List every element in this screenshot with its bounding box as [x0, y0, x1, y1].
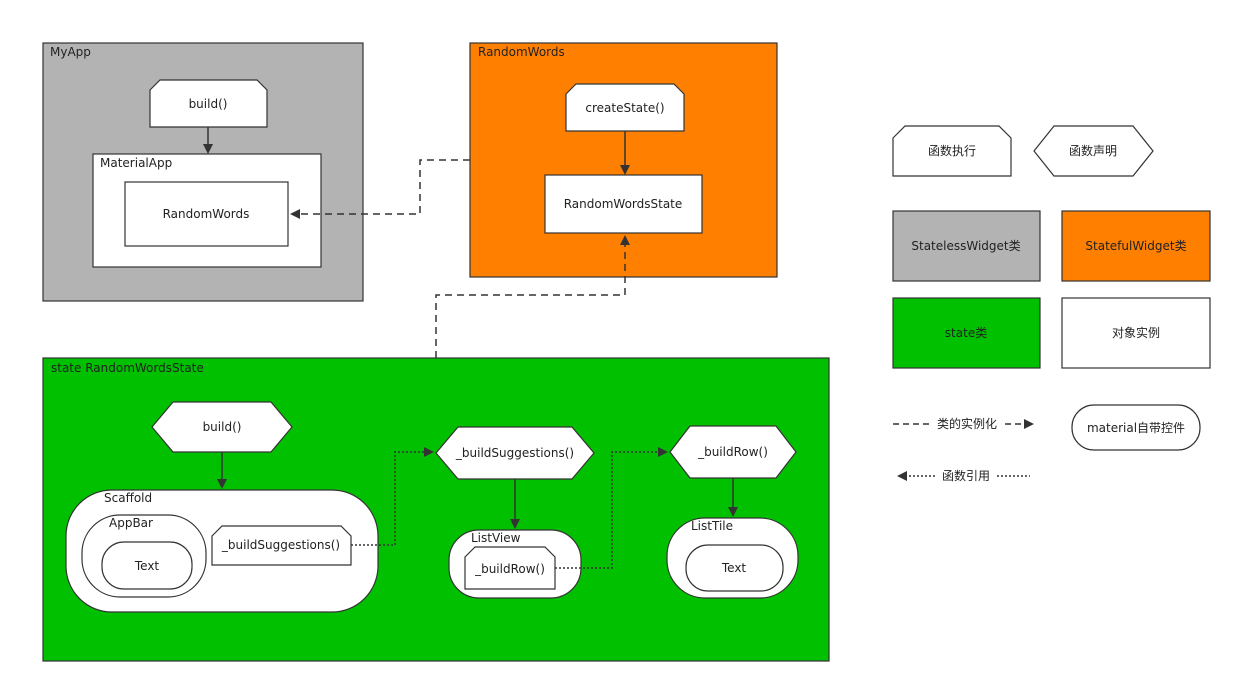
buildsuggestions-decl-label: _buildSuggestions() — [455, 446, 574, 460]
appbar-text-box — [101, 541, 193, 590]
legend-state-label: state类 — [945, 326, 987, 340]
legend-material-label: material自带控件 — [1087, 421, 1185, 435]
materialapp-label: MaterialApp — [100, 156, 172, 170]
myapp-class-box: MyApp build() MaterialApp RandomWords — [42, 42, 364, 302]
legend-func-decl-label: 函数声明 — [1069, 143, 1117, 158]
randomwordsstate-instance-label: RandomWordsState — [564, 197, 683, 211]
legend-state-swatch — [892, 297, 1041, 369]
randomwords-title: RandomWords — [478, 45, 565, 59]
legend-func-decl-shape — [1033, 125, 1154, 177]
listtile-text-label: Text — [721, 561, 747, 575]
randomwordsstate-instance-box — [544, 174, 703, 234]
legend-func-exec-shape — [892, 125, 1012, 177]
buildsuggestions-decl-shape — [435, 426, 595, 480]
legend-instance-swatch — [1061, 297, 1211, 369]
legend-instantiation-label: 类的实例化 — [937, 416, 997, 431]
legend-func-exec-label: 函数执行 — [928, 143, 976, 158]
legend-funcref-label: 函数引用 — [942, 468, 990, 483]
legend-instance-label: 对象实例 — [1112, 325, 1160, 340]
createstate-label: createState() — [585, 101, 664, 115]
instantiation-connector-randomwords — [290, 159, 470, 219]
buildrow-reference-connector — [555, 447, 668, 569]
legend-stateful-swatch — [1061, 210, 1211, 282]
myapp-build-label: build() — [189, 97, 228, 111]
randomwords-instance-box — [124, 181, 289, 247]
appbar-label: AppBar — [109, 516, 153, 530]
legend-stateless-label: StatelessWidget类 — [911, 239, 1020, 253]
myapp-build-exec-shape — [149, 79, 268, 128]
listtile-label: ListTile — [691, 519, 733, 533]
state-class-box: state RandomWordsState build() Scaffold … — [42, 357, 830, 662]
buildsuggestions-exec-shape — [211, 525, 352, 566]
legend-material-shape — [1071, 404, 1201, 451]
buildrow-decl-label: _buildRow() — [697, 445, 768, 459]
listview-label: ListView — [471, 531, 521, 545]
buildrow-decl-shape — [669, 425, 797, 479]
scaffold-label: Scaffold — [104, 491, 152, 505]
randomwords-instance-label: RandomWords — [163, 207, 250, 221]
myapp-title: MyApp — [50, 45, 91, 59]
buildrow-call-label: _buildRow() — [474, 562, 545, 576]
randomwords-background — [469, 42, 778, 278]
randomwords-class-box: RandomWords createState() RandomWordsSta… — [469, 42, 778, 278]
createstate-exec-shape — [565, 83, 685, 132]
buildsuggestions-reference-connector — [351, 447, 434, 546]
listtile-text-box — [685, 544, 784, 592]
state-build-decl-shape — [151, 401, 293, 453]
legend-stateless-swatch — [892, 210, 1041, 282]
legend: 函数执行 函数声明 StatelessWidget类 StatefulWidge… — [892, 125, 1211, 483]
buildsuggestions-call-label: _buildSuggestions() — [221, 538, 340, 552]
buildrow-exec-shape — [464, 546, 556, 590]
appbar-text-label: Text — [134, 559, 160, 573]
legend-stateful-label: StatefulWidget类 — [1085, 239, 1186, 253]
state-title: state RandomWordsState — [51, 361, 204, 375]
state-build-label: build() — [203, 420, 242, 434]
instantiation-connector-state — [435, 235, 630, 358]
